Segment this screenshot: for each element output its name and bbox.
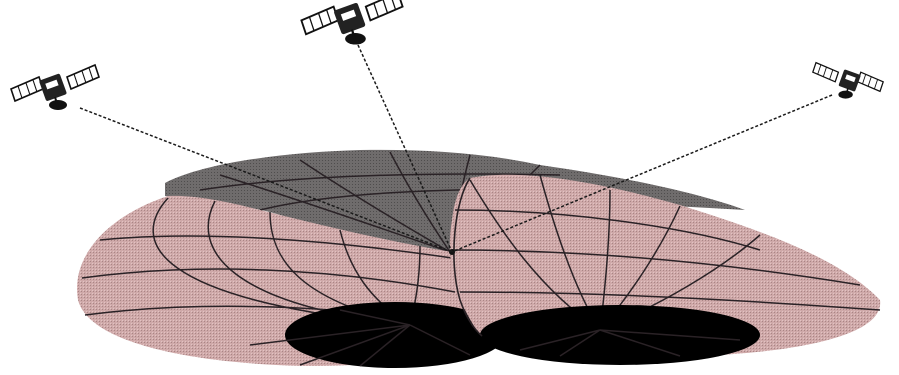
satellite-icon (301, 0, 402, 45)
right-sphere (450, 175, 880, 365)
satellite-icon (813, 63, 883, 99)
satellite-icon (11, 65, 99, 110)
